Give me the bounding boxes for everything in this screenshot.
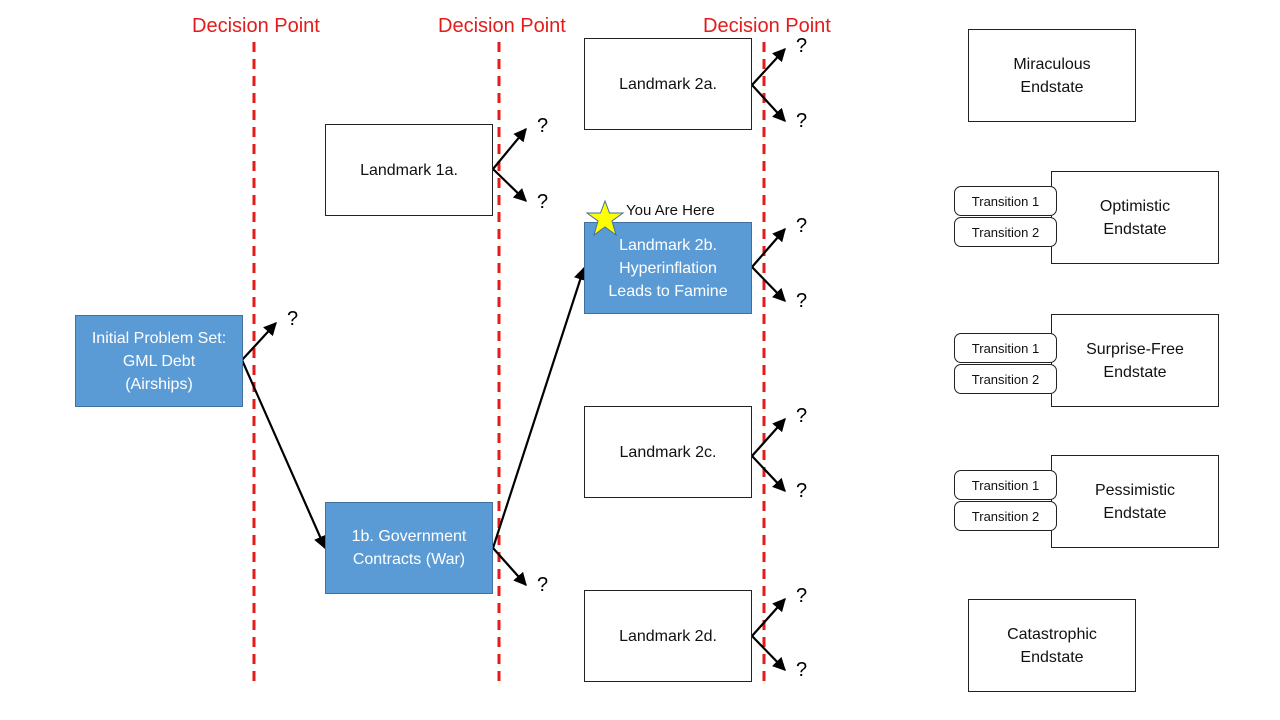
optimistic-transition-2: Transition 2 [954, 217, 1057, 247]
initial-problem-text: Initial Problem Set: GML Debt (Airships) [91, 329, 227, 393]
catastrophic-endstate-box: Catastrophic Endstate [968, 599, 1136, 692]
question-mark-2a-down: ? [796, 110, 808, 132]
surprise-free-endstate-text: Surprise-Free Endstate [1086, 340, 1184, 381]
pessimistic-transition-1: Transition 1 [954, 470, 1057, 500]
catastrophic-endstate-text: Catastrophic Endstate [1007, 625, 1097, 666]
landmark-2d-box: Landmark 2d. [584, 590, 752, 682]
surprise-free-transition-1: Transition 1 [954, 333, 1057, 363]
arrow-initial-up [241, 322, 277, 361]
question-mark-1b: ? [537, 574, 549, 596]
question-mark-2a-up: ? [796, 35, 808, 57]
landmark-1a-text: Landmark 1a. [360, 161, 458, 179]
landmark-1b-text: 1b. Government Contracts (War) [351, 528, 467, 568]
arrow-2a-up [751, 48, 786, 86]
initial-problem-box: Initial Problem Set: GML Debt (Airships) [75, 315, 243, 407]
arrow-2c-down [751, 455, 786, 492]
miraculous-endstate-text: Miraculous Endstate [1013, 55, 1091, 96]
arrow-2a-down [751, 84, 786, 122]
you-are-here-label: You Are Here [626, 202, 715, 219]
arrow-initial-to-1b [240, 359, 327, 550]
optimistic-endstate-text: Optimistic Endstate [1099, 197, 1171, 238]
question-mark-2d-up: ? [796, 585, 808, 607]
pessimistic-endstate-box: Pessimistic Endstate [1051, 455, 1219, 548]
arrow-2d-down [751, 635, 786, 671]
arrow-1b-to-2b [491, 266, 587, 549]
pessimistic-transition-2: Transition 2 [954, 501, 1057, 531]
landmark-1b-box: 1b. Government Contracts (War) [325, 502, 493, 594]
arrow-1b-down [492, 547, 527, 586]
question-mark-2c-up: ? [796, 405, 808, 427]
arrow-2d-up [751, 598, 786, 637]
question-mark-1a-up: ? [537, 115, 549, 137]
decision-point-label-1: Decision Point [192, 15, 320, 37]
landmark-2b-box: Landmark 2b. Hyperinflation Leads to Fam… [584, 222, 752, 314]
question-mark-2c-down: ? [796, 480, 808, 502]
landmark-2a-text: Landmark 2a. [619, 75, 717, 93]
landmark-2b-text: Landmark 2b. Hyperinflation Leads to Fam… [608, 236, 728, 300]
optimistic-endstate-box: Optimistic Endstate [1051, 171, 1219, 264]
surprise-free-transition-2: Transition 2 [954, 364, 1057, 394]
star-icon [585, 199, 625, 237]
miraculous-endstate-box: Miraculous Endstate [968, 29, 1136, 122]
question-mark-initial: ? [287, 308, 299, 330]
surprise-free-endstate-box: Surprise-Free Endstate [1051, 314, 1219, 407]
arrow-2b-down [751, 266, 786, 302]
question-mark-1a-down: ? [537, 191, 549, 213]
question-mark-2b-down: ? [796, 290, 808, 312]
arrow-1a-up [492, 127, 527, 170]
optimistic-transition-1: Transition 1 [954, 186, 1057, 216]
decision-point-label-3: Decision Point [703, 15, 831, 37]
landmark-2a-box: Landmark 2a. [584, 38, 752, 130]
landmark-2c-box: Landmark 2c. [584, 406, 752, 498]
arrow-2b-up [751, 228, 786, 268]
landmark-2c-text: Landmark 2c. [619, 443, 717, 461]
pessimistic-endstate-text: Pessimistic Endstate [1094, 481, 1175, 522]
question-mark-2b-up: ? [796, 215, 808, 237]
arrow-1a-down [492, 168, 527, 202]
arrow-2c-up [751, 418, 786, 457]
question-mark-2d-down: ? [796, 659, 808, 681]
decision-point-label-2: Decision Point [438, 15, 566, 37]
landmark-1a-box: Landmark 1a. [325, 124, 493, 216]
landmark-2d-text: Landmark 2d. [619, 627, 717, 645]
